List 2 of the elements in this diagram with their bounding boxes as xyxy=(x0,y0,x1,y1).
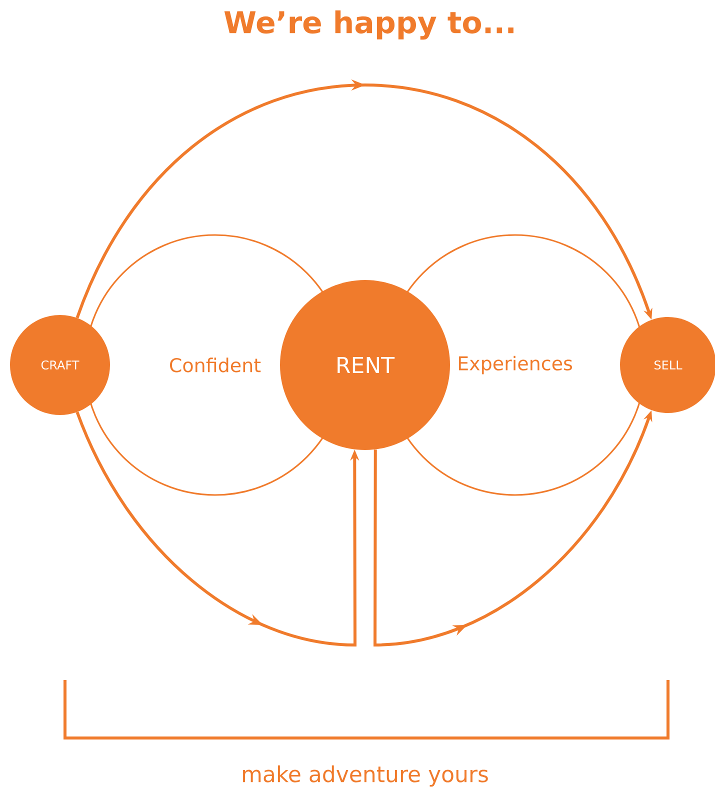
title: We’re happy to... xyxy=(224,10,514,40)
tagline: make adventure yours xyxy=(243,765,488,787)
